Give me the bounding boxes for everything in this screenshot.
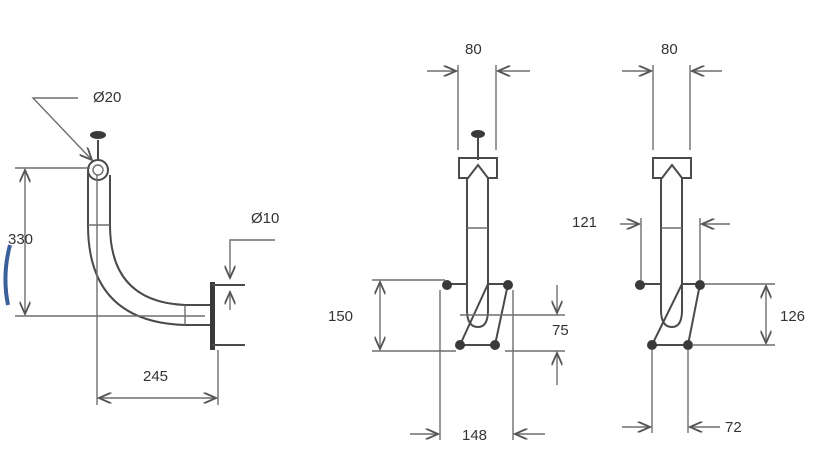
label-330: 330	[8, 231, 34, 248]
leader-dia20	[31, 97, 92, 160]
label-dia20: Ø20	[93, 89, 122, 106]
head-clamp	[458, 157, 498, 179]
top-knob	[471, 130, 485, 138]
label-245: 245	[143, 368, 169, 385]
wall-plate	[640, 283, 702, 346]
front-view-1	[372, 65, 565, 440]
side-view	[15, 97, 275, 405]
label-75: 75	[552, 322, 569, 339]
leader-dia10	[230, 239, 275, 278]
label-121: 121	[572, 214, 598, 231]
tube	[466, 178, 489, 329]
label-80-view2: 80	[661, 41, 678, 58]
head-clamp	[652, 157, 692, 179]
label-148: 148	[462, 427, 488, 444]
front-view-2	[620, 65, 775, 433]
bracket-tube-outer	[87, 172, 210, 326]
edge-fragment	[3, 244, 12, 306]
label-dia10: Ø10	[251, 210, 280, 227]
tube	[660, 178, 683, 329]
bracket-tube-inner	[109, 175, 210, 306]
label-72: 72	[725, 419, 742, 436]
label-80-view1: 80	[465, 41, 482, 58]
pivot-ring	[87, 159, 109, 181]
top-knob	[90, 131, 106, 139]
label-150: 150	[328, 308, 354, 325]
wall-plate	[210, 282, 215, 350]
label-126: 126	[780, 308, 806, 325]
